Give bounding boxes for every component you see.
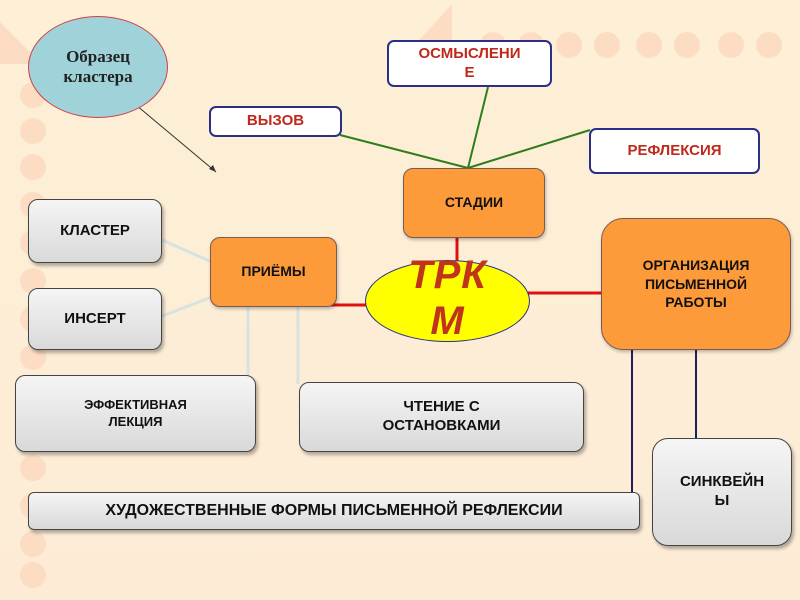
node-sinkwine[interactable]: СИНКВЕЙН Ы	[652, 438, 792, 546]
node-sinkwine-line2: Ы	[714, 492, 730, 509]
node-stages[interactable]: СТАДИИ	[403, 168, 545, 238]
decor-dot	[20, 118, 46, 144]
node-techniques-label: ПРИЁМЫ	[241, 263, 306, 280]
node-stages-label: СТАДИИ	[444, 194, 504, 211]
node-refleksiya-label: РЕФЛЕКСИЯ	[627, 141, 722, 159]
node-osmyslenie-line1: ОСМЫСЛЕНИ	[418, 44, 521, 62]
arrow-head	[209, 165, 216, 172]
connector-klaster	[161, 238, 213, 264]
decor-dot	[20, 455, 46, 481]
node-reading-line1: ЧТЕНИЕ С	[403, 398, 480, 416]
decor-dot	[636, 32, 662, 58]
node-vyzov[interactable]: ВЫЗОВ	[209, 106, 342, 137]
decor-dot	[756, 32, 782, 58]
node-refleksiya[interactable]: РЕФЛЕКСИЯ	[589, 128, 760, 174]
node-writing-organization[interactable]: ОРГАНИЗАЦИЯ ПИСЬМЕННОЙ РАБОТЫ	[601, 218, 791, 350]
node-writing-line1: ОРГАНИЗАЦИЯ	[642, 256, 750, 273]
center-label-line2: М	[430, 299, 465, 343]
node-insert[interactable]: ИНСЕРТ	[28, 288, 162, 350]
center-label-line1: ТРК	[408, 253, 487, 297]
decor-dot	[674, 32, 700, 58]
sample-arrow	[135, 104, 217, 173]
node-lecture-line2: ЛЕКЦИЯ	[108, 413, 163, 429]
node-reading-with-stops[interactable]: ЧТЕНИЕ С ОСТАНОВКАМИ	[299, 382, 584, 452]
node-techniques[interactable]: ПРИЁМЫ	[210, 237, 337, 307]
decor-dot	[556, 32, 582, 58]
decor-dot	[20, 562, 46, 588]
sample-cluster-label: Образец кластера	[63, 46, 133, 86]
node-osmyslenie-line2: Е	[464, 63, 475, 81]
node-klaster-label: КЛАСТЕР	[60, 221, 130, 239]
node-insert-label: ИНСЕРТ	[64, 309, 126, 327]
decor-dot	[20, 154, 46, 180]
node-reading-line2: ОСТАНОВКАМИ	[382, 417, 501, 434]
center-label: ТРК М	[365, 252, 530, 344]
node-art-forms-reflection[interactable]: ХУДОЖЕСТВЕННЫЕ ФОРМЫ ПИСЬМЕННОЙ РЕФЛЕКСИ…	[28, 492, 640, 530]
connector-osmyslenie	[467, 86, 489, 169]
node-sinkwine-line1: СИНКВЕЙН	[679, 473, 765, 491]
node-osmyslenie[interactable]: ОСМЫСЛЕНИ Е	[387, 40, 552, 87]
node-art-forms-label: ХУДОЖЕСТВЕННЫЕ ФОРМЫ ПИСЬМЕННОЙ РЕФЛЕКСИ…	[105, 502, 563, 519]
node-klaster[interactable]: КЛАСТЕР	[28, 199, 162, 263]
decor-dot	[20, 531, 46, 557]
decor-dot	[718, 32, 744, 58]
node-writing-line2: ПИСЬМЕННОЙ	[644, 275, 748, 292]
sample-cluster-oval: Образец кластера	[28, 16, 168, 118]
connector-insert	[161, 295, 213, 318]
node-lecture-line1: ЭФФЕКТИВНАЯ	[84, 397, 187, 413]
node-writing-line3: РАБОТЫ	[665, 294, 727, 311]
node-effective-lecture[interactable]: ЭФФЕКТИВНАЯ ЛЕКЦИЯ	[15, 375, 256, 452]
connector-refleksiya	[467, 129, 591, 169]
connector-vyzov	[339, 134, 469, 169]
node-vyzov-label: ВЫЗОВ	[246, 112, 305, 130]
decor-dot	[594, 32, 620, 58]
center-oval[interactable]	[365, 260, 530, 342]
